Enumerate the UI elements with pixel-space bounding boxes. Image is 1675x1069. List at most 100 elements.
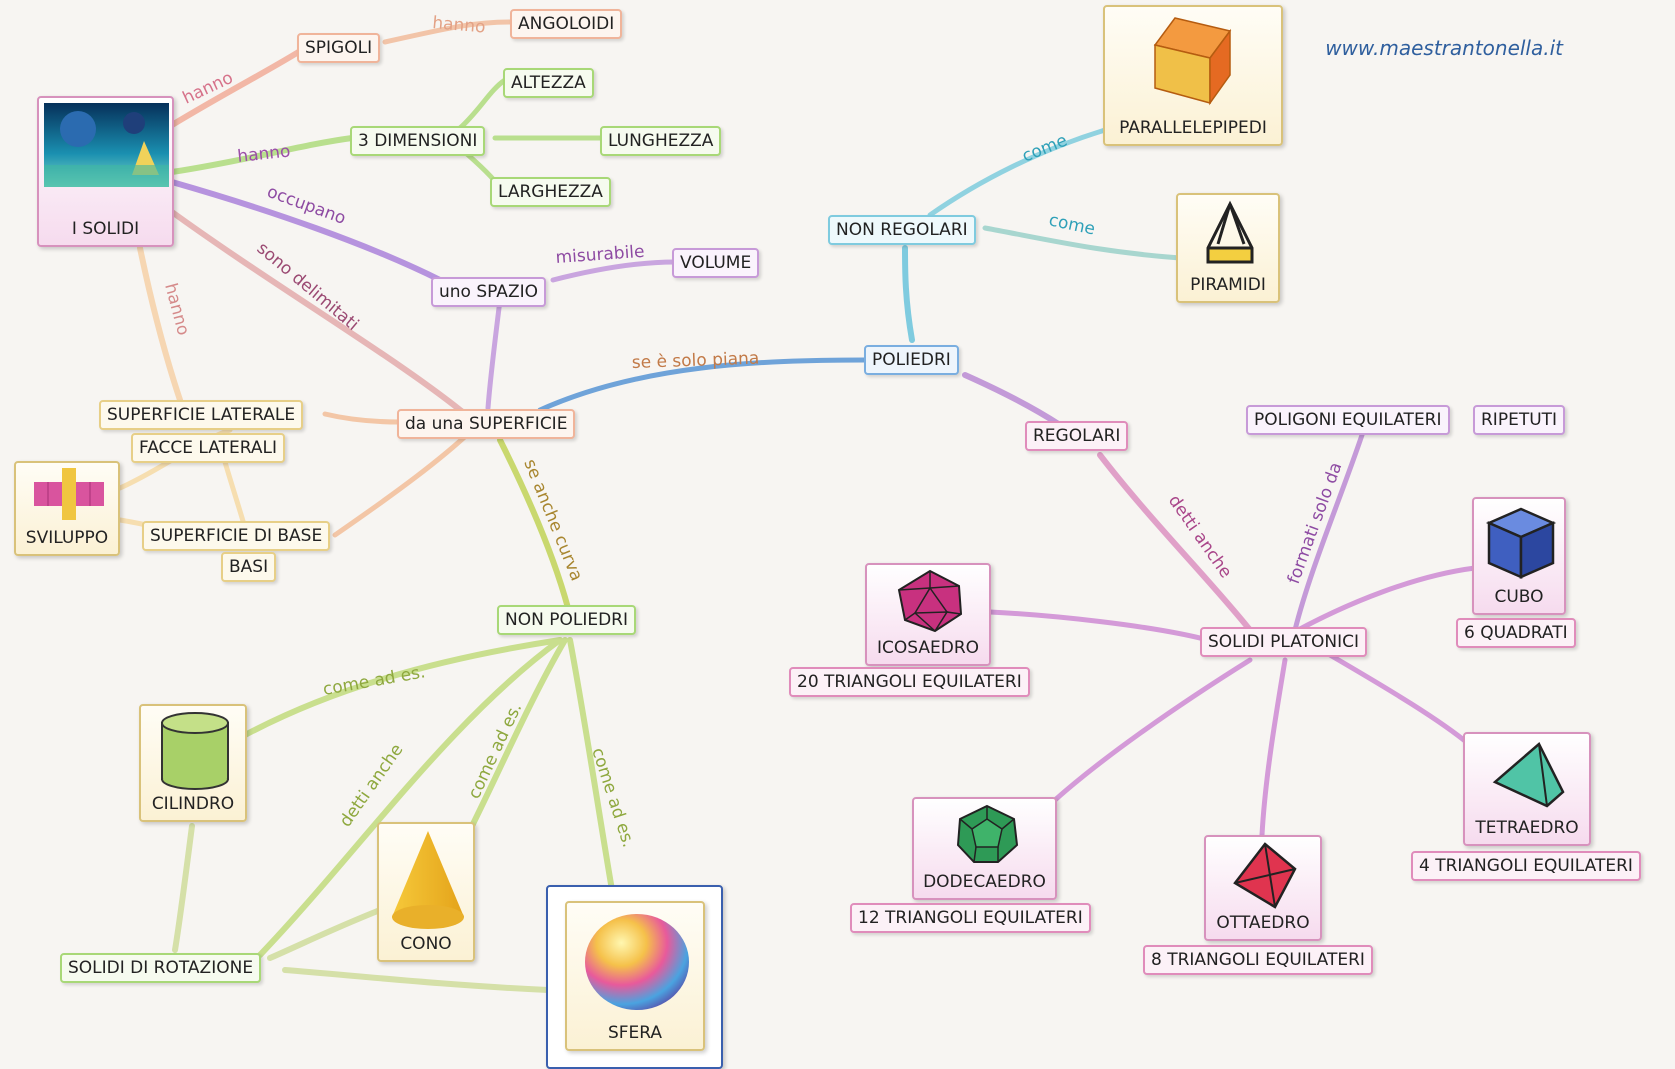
- link-label-hanno-4: hanno: [160, 281, 193, 338]
- link-label-se-solo-piana: se è solo piana: [631, 349, 759, 373]
- node-regolari[interactable]: REGOLARI: [1025, 421, 1129, 451]
- link-label-detti-anche-2: detti anche: [336, 740, 408, 831]
- link-platonici-ottaedro: [1259, 657, 1288, 838]
- link-solidi-spigoli: [169, 45, 308, 128]
- link-poligoni-platonici: [1292, 432, 1365, 633]
- link-nonregolari-piramidi: [982, 225, 1183, 261]
- node-i-solidi[interactable]: I SOLIDI: [37, 96, 174, 247]
- node-ripetuti[interactable]: RIPETUTI: [1473, 405, 1566, 435]
- link-base-superficie: [332, 429, 473, 538]
- node-tetraedro[interactable]: TETRAEDRO: [1463, 732, 1591, 846]
- node-tetraedro-facce[interactable]: 4 TRIANGOLI EQUILATERI: [1411, 851, 1641, 881]
- node-dodecaedro-facce[interactable]: 12 TRIANGOLI EQUILATERI: [850, 903, 1091, 933]
- dodecahedron-icon: [956, 804, 1019, 863]
- node-lunghezza[interactable]: LUNGHEZZA: [600, 126, 722, 156]
- node-label: CONO: [400, 934, 452, 954]
- node-superficie-di-base[interactable]: SUPERFICIE DI BASE: [142, 521, 331, 551]
- node-piramidi[interactable]: PIRAMIDI: [1176, 193, 1280, 303]
- node-spigoli[interactable]: SPIGOLI: [297, 33, 381, 63]
- node-label: CUBO: [1494, 587, 1544, 607]
- link-solidi-spazio: [169, 179, 443, 283]
- net-diagram-picture: [34, 468, 104, 520]
- link-sfera-rotazione: [282, 967, 551, 993]
- node-poligoni-equilateri[interactable]: POLIGONI EQUILATERI: [1246, 405, 1450, 435]
- link-superficie-poliedri: [537, 357, 868, 413]
- node-dodecaedro[interactable]: DODECAEDRO: [912, 797, 1057, 900]
- node-sviluppo[interactable]: SVILUPPO: [14, 461, 120, 556]
- node-ottaedro-facce[interactable]: 8 TRIANGOLI EQUILATERI: [1143, 945, 1373, 975]
- node-facce-laterali[interactable]: FACCE LATERALI: [131, 433, 285, 463]
- node-icosaedro-facce[interactable]: 20 TRIANGOLI EQUILATERI: [789, 667, 1030, 697]
- cone-icon: [392, 831, 464, 929]
- node-parallelepipedi[interactable]: PARALLELEPIPEDI: [1103, 5, 1283, 146]
- node-label: SFERA: [607, 1023, 663, 1043]
- link-poliedri-nonregolari: [902, 245, 915, 343]
- tetrahedron-icon: [1492, 742, 1565, 808]
- node-larghezza[interactable]: LARGHEZZA: [490, 177, 611, 207]
- link-poliedri-regolari: [962, 372, 1063, 428]
- icosahedron-icon: [897, 569, 963, 633]
- link-platonici-icosaedro: [987, 609, 1211, 643]
- link-nonregolari-parallelepipedi: [927, 127, 1108, 218]
- cuboid-icon: [1153, 17, 1232, 106]
- node-label: I SOLIDI: [71, 219, 140, 239]
- link-nonpoliedri-cilindro: [242, 637, 563, 738]
- node-cubo[interactable]: CUBO: [1472, 497, 1566, 615]
- solids-scene-picture: [44, 103, 169, 187]
- link-nonpoliedri-rotazione: [257, 637, 563, 958]
- node-non-poliedri[interactable]: NON POLIEDRI: [497, 605, 636, 635]
- node-poliedri[interactable]: POLIEDRI: [864, 345, 959, 375]
- link-spigoli-angoloidi: [382, 19, 513, 45]
- node-cubo-facce[interactable]: 6 QUADRATI: [1456, 618, 1576, 648]
- node-cono[interactable]: CONO: [377, 822, 475, 962]
- node-da-una-superficie[interactable]: da una SUPERFICIE: [397, 409, 576, 439]
- node-uno-spazio[interactable]: uno SPAZIO: [431, 277, 546, 307]
- node-label: SVILUPPO: [25, 528, 109, 548]
- link-cono-rotazione: [267, 907, 383, 961]
- node-solidi-platonici[interactable]: SOLIDI PLATONICI: [1200, 627, 1367, 657]
- octahedron-icon: [1233, 842, 1297, 909]
- node-non-regolari[interactable]: NON REGOLARI: [828, 215, 976, 245]
- link-cilindro-rotazione: [172, 823, 195, 953]
- node-label: TETRAEDRO: [1475, 818, 1579, 838]
- node-label: OTTAEDRO: [1216, 913, 1310, 933]
- link-laterale-superficie: [322, 411, 403, 425]
- site-watermark: www.maestrantonella.it: [1325, 36, 1563, 60]
- node-volume[interactable]: VOLUME: [672, 248, 760, 278]
- node-altezza[interactable]: ALTEZZA: [503, 68, 594, 98]
- link-dim-altezza: [457, 77, 508, 131]
- link-nonpoliedri-cono: [467, 637, 568, 833]
- node-label: ICOSAEDRO: [876, 638, 980, 658]
- pyramid-icon: [1206, 200, 1254, 264]
- node-label: PARALLELEPIPEDI: [1119, 118, 1267, 138]
- sphere-icon: [585, 914, 689, 1010]
- node-cilindro[interactable]: CILINDRO: [139, 704, 247, 822]
- cube-icon: [1485, 507, 1557, 579]
- node-tre-dimensioni[interactable]: 3 DIMENSIONI: [350, 126, 486, 156]
- node-ottaedro[interactable]: OTTAEDRO: [1204, 835, 1322, 941]
- node-basi[interactable]: BASI: [221, 552, 277, 582]
- link-solidi-dimensioni: [169, 135, 355, 175]
- link-solidi-superficie: [169, 209, 473, 421]
- node-label: PIRAMIDI: [1190, 275, 1266, 295]
- link-label-come-1: come: [1019, 131, 1070, 167]
- link-regolari-platonici: [1097, 452, 1253, 633]
- node-label: DODECAEDRO: [923, 872, 1046, 892]
- link-platonici-dodecaedro: [1052, 657, 1253, 803]
- cylinder-icon: [161, 712, 229, 790]
- link-superficie-nonpoliedri: [497, 437, 571, 611]
- link-label-hanno-3: hanno: [236, 142, 291, 167]
- link-platonici-tetraedro: [1327, 652, 1473, 748]
- node-sfera[interactable]: SFERA: [546, 885, 723, 1069]
- link-platonici-cubo: [1277, 565, 1478, 643]
- node-angoloidi[interactable]: ANGOLOIDI: [510, 9, 623, 39]
- node-label: CILINDRO: [151, 794, 235, 814]
- node-solidi-di-rotazione[interactable]: SOLIDI DI ROTAZIONE: [60, 953, 262, 983]
- link-label-come-ad-es-1: come ad es.: [321, 662, 426, 700]
- node-icosaedro[interactable]: ICOSAEDRO: [865, 563, 991, 666]
- link-solidi-laterale: [137, 245, 183, 403]
- link-nonpoliedri-sfera: [567, 637, 615, 893]
- link-spazio-superficie: [485, 297, 503, 411]
- link-label-come-2: come: [1047, 210, 1097, 239]
- node-superficie-laterale[interactable]: SUPERFICIE LATERALE: [99, 400, 304, 430]
